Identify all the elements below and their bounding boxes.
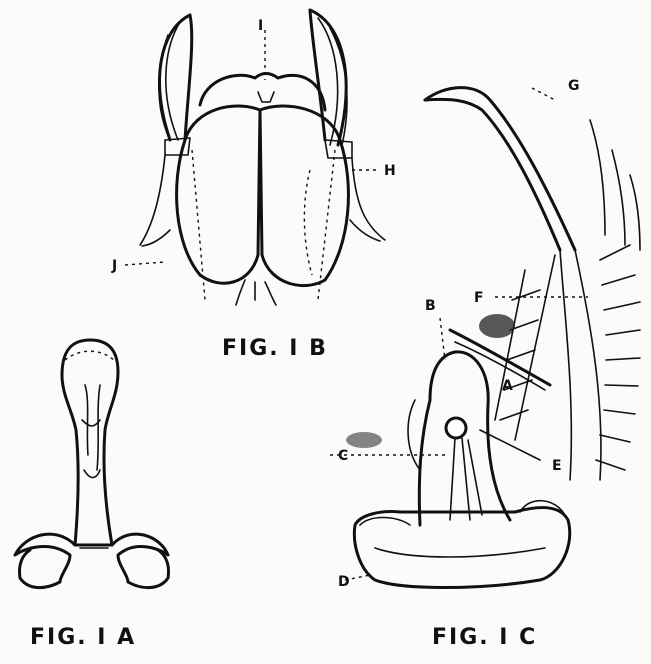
label-b: B [425, 298, 437, 314]
label-g: G [568, 78, 581, 94]
label-i: I [258, 18, 264, 34]
label-h: H [384, 163, 397, 179]
label-j: J [112, 258, 118, 274]
ink-smudge [346, 432, 382, 448]
label-f: F [474, 290, 485, 306]
ink-smudge [479, 314, 515, 338]
label-d: D [338, 574, 351, 590]
fig-1c-drawing [330, 88, 640, 588]
label-a: A [502, 378, 514, 394]
label-c: C [338, 448, 349, 464]
fig-1b-drawing [125, 10, 385, 305]
fig-1b-caption: FIG. I B [222, 336, 328, 361]
fig-1a-caption: FIG. I A [30, 625, 136, 650]
label-e: E [552, 458, 563, 474]
fig-1a-drawing [15, 340, 169, 588]
fig-1c-caption: FIG. I C [432, 625, 537, 650]
